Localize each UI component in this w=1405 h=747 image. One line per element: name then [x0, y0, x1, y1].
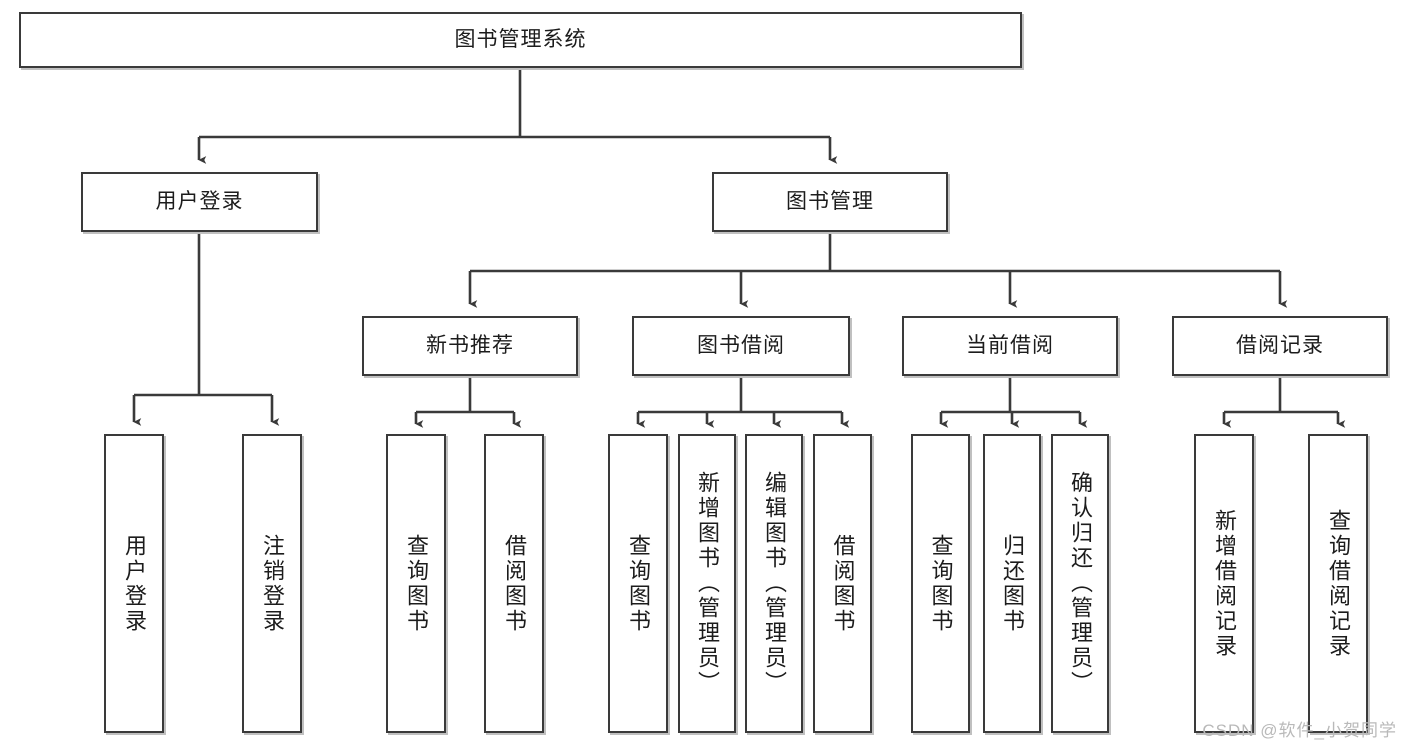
node-leaf-return-book[interactable]: 归还图书 — [983, 434, 1041, 733]
node-leaf-borrow-book-1-label: 借阅图书 — [501, 533, 527, 634]
node-leaf-add-record[interactable]: 新增借阅记录 — [1194, 434, 1254, 733]
node-current-borrow-label: 当前借阅 — [966, 333, 1054, 357]
node-root-label: 图书管理系统 — [454, 27, 587, 51]
node-leaf-user-login-label: 用户登录 — [121, 533, 147, 634]
node-leaf-confirm-return-label: 确认归还（管理员） — [1067, 471, 1093, 696]
node-leaf-user-login[interactable]: 用户登录 — [104, 434, 164, 733]
node-leaf-query-book-2-label: 查询图书 — [625, 533, 651, 634]
node-book-manage-label: 图书管理 — [786, 189, 874, 213]
node-leaf-query-book-3-label: 查询图书 — [928, 533, 954, 634]
node-leaf-query-book-1-label: 查询图书 — [403, 533, 429, 634]
node-leaf-query-record-label: 查询借阅记录 — [1325, 508, 1351, 659]
node-leaf-confirm-return[interactable]: 确认归还（管理员） — [1051, 434, 1109, 733]
node-book-manage[interactable]: 图书管理 — [712, 172, 948, 232]
node-root[interactable]: 图书管理系统 — [19, 12, 1022, 68]
csdn-watermark: CSDN @软件_小贺同学 — [1202, 721, 1397, 740]
node-new-book-recommend-label: 新书推荐 — [426, 333, 514, 357]
node-leaf-edit-book-label: 编辑图书（管理员） — [761, 471, 787, 696]
node-leaf-edit-book[interactable]: 编辑图书（管理员） — [745, 434, 803, 733]
node-leaf-query-book-3[interactable]: 查询图书 — [911, 434, 970, 733]
node-leaf-add-book-label: 新增图书（管理员） — [694, 471, 720, 696]
node-leaf-query-book-2[interactable]: 查询图书 — [608, 434, 668, 733]
node-leaf-borrow-book-2[interactable]: 借阅图书 — [813, 434, 872, 733]
node-borrow-record[interactable]: 借阅记录 — [1172, 316, 1388, 376]
node-leaf-borrow-book-1[interactable]: 借阅图书 — [484, 434, 544, 733]
node-leaf-return-book-label: 归还图书 — [999, 533, 1025, 634]
node-leaf-logout[interactable]: 注销登录 — [242, 434, 302, 733]
node-leaf-query-record[interactable]: 查询借阅记录 — [1308, 434, 1368, 733]
node-book-borrow-label: 图书借阅 — [697, 333, 785, 357]
node-current-borrow[interactable]: 当前借阅 — [902, 316, 1118, 376]
node-leaf-add-record-label: 新增借阅记录 — [1211, 508, 1237, 659]
node-user-login-label: 用户登录 — [155, 189, 244, 213]
node-leaf-logout-label: 注销登录 — [259, 533, 285, 634]
node-user-login[interactable]: 用户登录 — [81, 172, 318, 232]
node-leaf-query-book-1[interactable]: 查询图书 — [386, 434, 446, 733]
node-leaf-add-book[interactable]: 新增图书（管理员） — [678, 434, 736, 733]
node-leaf-borrow-book-2-label: 借阅图书 — [830, 533, 856, 634]
node-new-book-recommend[interactable]: 新书推荐 — [362, 316, 578, 376]
node-book-borrow[interactable]: 图书借阅 — [632, 316, 850, 376]
node-borrow-record-label: 借阅记录 — [1236, 333, 1324, 357]
